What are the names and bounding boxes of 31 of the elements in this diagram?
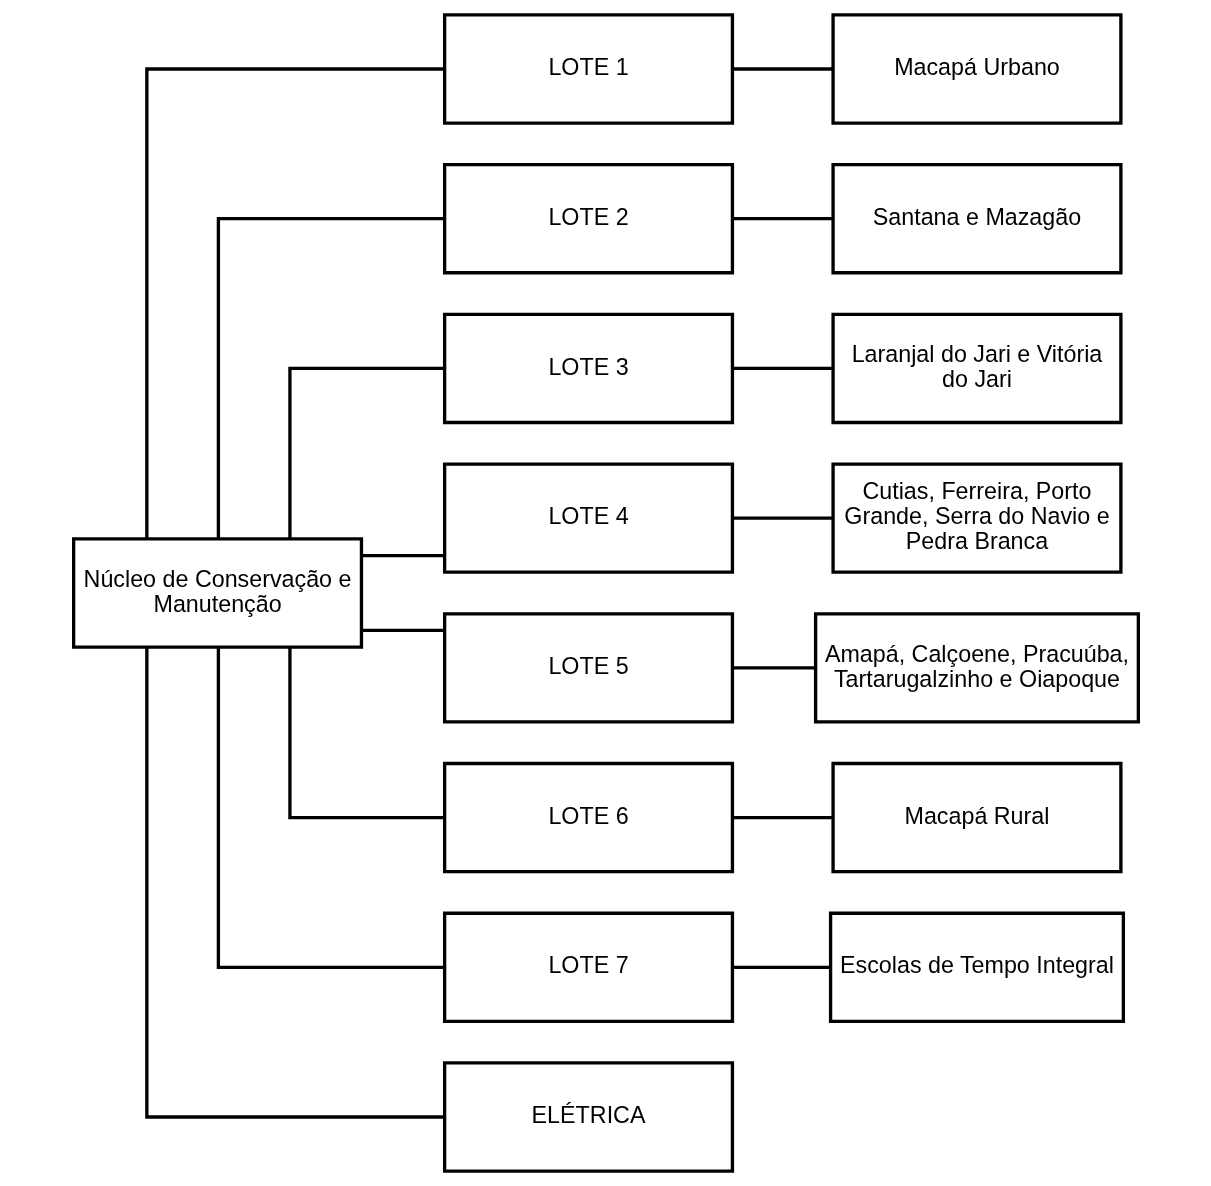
connector <box>732 67 832 71</box>
node-box: ELÉTRICA <box>442 1061 734 1173</box>
connector <box>361 628 444 633</box>
node-box: Núcleo de Conservação e Manutenção <box>71 537 363 649</box>
connector <box>732 965 831 969</box>
node-box: Amapá, Calçoene, Pracuúba, Tartarugalzinho e Oiapoque <box>813 612 1140 724</box>
connector <box>216 217 444 539</box>
node-box: LOTE 3 <box>442 312 734 425</box>
connector <box>732 815 832 820</box>
node-box: Santana e Mazagão <box>830 162 1123 275</box>
node-box: LOTE 1 <box>442 13 734 125</box>
node-box: LOTE 5 <box>442 612 734 724</box>
node-box: Laranjal do Jari e Vitória do Jari <box>830 312 1123 425</box>
connector <box>144 647 444 1119</box>
connector <box>361 553 444 558</box>
node-box: LOTE 2 <box>442 162 734 275</box>
node-box: Cutias, Ferreira, Porto Grande, Serra do Navio e Pedra Branca <box>830 462 1123 574</box>
connector <box>732 217 832 221</box>
node-box: Macapá Urbano <box>830 13 1123 125</box>
connector <box>732 516 832 520</box>
connector <box>732 666 815 670</box>
node-box: Escolas de Tempo Integral <box>828 911 1125 1024</box>
node-box: LOTE 4 <box>442 462 734 574</box>
connector <box>144 67 444 539</box>
connector <box>287 647 444 820</box>
connector <box>732 366 832 371</box>
node-box: LOTE 7 <box>442 911 734 1024</box>
node-box: LOTE 6 <box>442 761 734 874</box>
node-box: Macapá Rural <box>830 761 1123 874</box>
connector <box>287 366 444 539</box>
connector <box>216 647 444 969</box>
